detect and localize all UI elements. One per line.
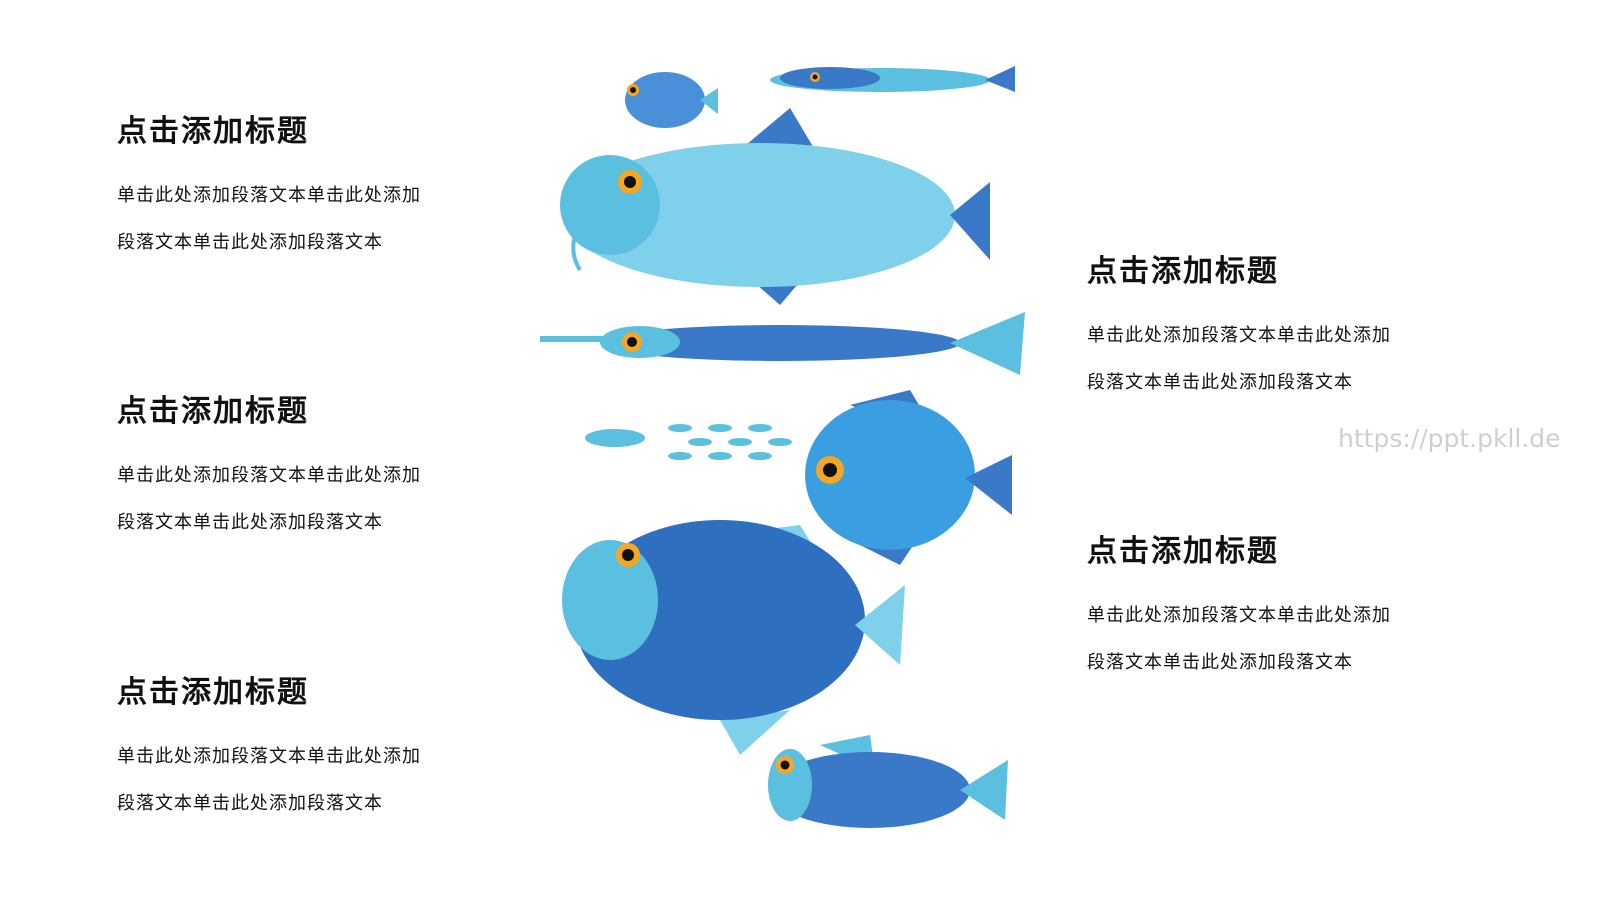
round-blue-fish [805, 390, 1012, 565]
large-fish [560, 108, 990, 305]
block-title[interactable]: 点击添加标题 [1087, 254, 1279, 289]
body-line: 单击此处添加段落文本单击此处添加 [117, 746, 421, 767]
body-line: 段落文本单击此处添加段落文本 [117, 232, 383, 253]
text-block-right-2[interactable]: 点击添加标题 单击此处添加段落文本单击此处添加段落文本单击此处添加段落文本 [1087, 534, 1527, 686]
body-line: 单击此处添加段落文本单击此处添加 [117, 465, 421, 486]
text-block-left-2[interactable]: 点击添加标题 单击此处添加段落文本单击此处添加段落文本单击此处添加段落文本 [117, 394, 557, 546]
long-needle-fish [540, 312, 1025, 375]
bottom-fish [768, 735, 1008, 828]
body-line: 单击此处添加段落文本单击此处添加 [1087, 325, 1391, 346]
text-block-left-1[interactable]: 点击添加标题 单击此处添加段落文本单击此处添加段落文本单击此处添加段落文本 [117, 114, 557, 266]
block-body[interactable]: 单击此处添加段落文本单击此处添加段落文本单击此处添加段落文本 [117, 452, 557, 546]
body-line: 单击此处添加段落文本单击此处添加 [117, 185, 421, 206]
block-body[interactable]: 单击此处添加段落文本单击此处添加段落文本单击此处添加段落文本 [117, 172, 557, 266]
body-line: 段落文本单击此处添加段落文本 [1087, 372, 1353, 393]
block-body[interactable]: 单击此处添加段落文本单击此处添加段落文本单击此处添加段落文本 [117, 733, 557, 827]
body-line: 段落文本单击此处添加段落文本 [1087, 652, 1353, 673]
text-block-right-1[interactable]: 点击添加标题 单击此处添加段落文本单击此处添加段落文本单击此处添加段落文本 [1087, 254, 1527, 406]
school-of-small-fish [585, 424, 792, 460]
block-body[interactable]: 单击此处添加段落文本单击此处添加段落文本单击此处添加段落文本 [1087, 312, 1527, 406]
text-block-left-3[interactable]: 点击添加标题 单击此处添加段落文本单击此处添加段落文本单击此处添加段落文本 [117, 675, 557, 827]
watermark: https://ppt.pkll.de [1338, 424, 1561, 453]
fish-illustration [540, 66, 1025, 828]
body-line: 单击此处添加段落文本单击此处添加 [1087, 605, 1391, 626]
scaled-big-fish [562, 520, 905, 755]
needle-fish-top [770, 66, 1015, 92]
block-title[interactable]: 点击添加标题 [1087, 534, 1279, 569]
block-title[interactable]: 点击添加标题 [117, 394, 309, 429]
block-title[interactable]: 点击添加标题 [117, 675, 309, 710]
block-body[interactable]: 单击此处添加段落文本单击此处添加段落文本单击此处添加段落文本 [1087, 592, 1527, 686]
body-line: 段落文本单击此处添加段落文本 [117, 793, 383, 814]
block-title[interactable]: 点击添加标题 [117, 114, 309, 149]
small-round-fish [625, 72, 718, 128]
body-line: 段落文本单击此处添加段落文本 [117, 512, 383, 533]
